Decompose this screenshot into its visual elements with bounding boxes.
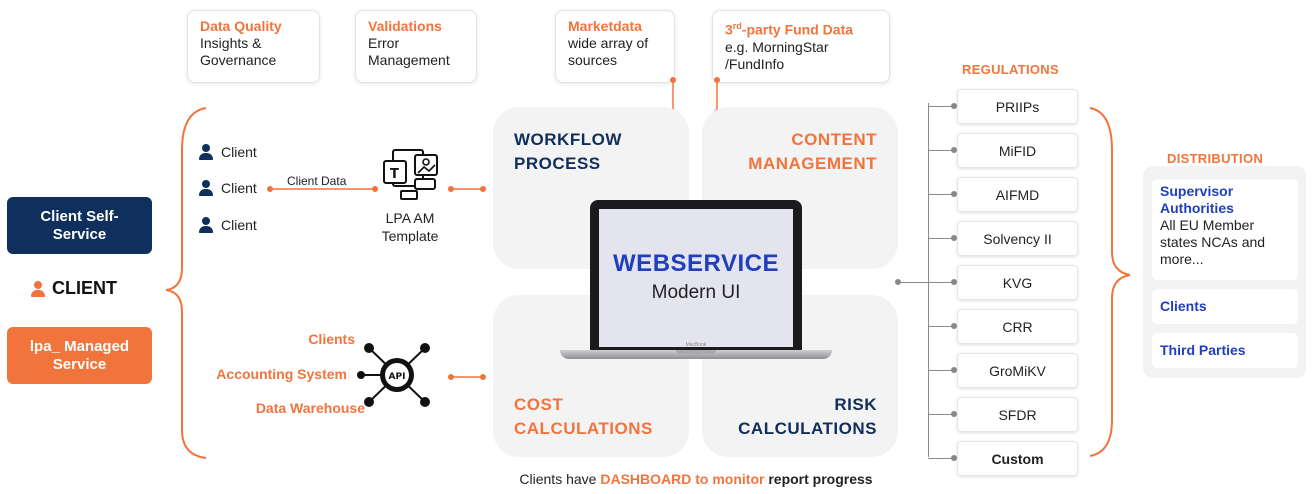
card-heading: Validations: [368, 18, 442, 34]
template-icon: T: [383, 149, 438, 200]
client-data-label: Client Data: [287, 174, 347, 188]
regulation-item: CRR: [957, 309, 1078, 344]
left-brace: [165, 107, 207, 459]
regulation-connector: [928, 326, 954, 327]
lpa-managed-service-button[interactable]: lpa_ Managed Service: [7, 327, 152, 384]
person-icon: [198, 217, 214, 233]
client-row: Client: [198, 180, 257, 196]
regulation-connector: [928, 238, 954, 239]
regulation-connector: [928, 414, 954, 415]
regulation-item: KVG: [957, 265, 1078, 300]
regulation-item: GroMiKV: [957, 353, 1078, 388]
regulation-dot: [951, 279, 957, 285]
card-text: e.g. MorningStar: [725, 38, 829, 55]
card-text: Insights &: [200, 35, 262, 51]
client-heading: CLIENT: [30, 278, 117, 299]
card-text: Error: [368, 35, 400, 51]
footer-caption: Clients have DASHBOARD to monitor report…: [519, 471, 873, 487]
regulation-connector: [928, 458, 954, 459]
regulation-item: SFDR: [957, 397, 1078, 432]
distribution-third-parties: Third Parties: [1152, 333, 1298, 368]
laptop-screen: [599, 209, 793, 347]
regulation-item: PRIIPs: [957, 89, 1078, 124]
card-text: wide array of: [568, 35, 649, 51]
card-heading: Data Quality: [200, 18, 282, 34]
regulation-item: Solvency II: [957, 221, 1078, 256]
source-accounting-system: Accounting System: [216, 366, 347, 382]
distribution-heading: DISTRIBUTION: [1167, 151, 1264, 166]
card-text: sources: [568, 52, 618, 68]
regulation-dot: [951, 367, 957, 373]
svg-text:API: API: [389, 372, 406, 382]
data-quality-card: Data Quality Insights & Governance: [187, 10, 320, 83]
svg-text:T: T: [390, 167, 399, 182]
regulation-connector: [928, 194, 954, 195]
validations-card: Validations Error Management: [355, 10, 477, 83]
webservice-subtitle: Modern UI: [651, 282, 741, 303]
client-self-service-button[interactable]: Client Self-Service: [7, 197, 152, 254]
regulation-connector: [928, 282, 954, 283]
api-icon: API: [357, 343, 430, 407]
card-text: /FundInfo: [725, 55, 785, 72]
laptop-base: [560, 350, 832, 359]
regulation-dot: [951, 191, 957, 197]
laptop-brand: MacBook: [685, 342, 707, 348]
regulation-connector: [928, 150, 954, 151]
source-data-warehouse: Data Warehouse: [255, 400, 365, 416]
person-icon: [30, 280, 46, 297]
fund-data-card: 3rd-party Fund Data e.g. MorningStar /Fu…: [712, 10, 890, 83]
laptop: MacBook WEBSERVICE Modern UI: [560, 200, 832, 360]
distribution-clients: Clients: [1152, 289, 1298, 324]
template-label: LPA AM Template: [381, 210, 439, 244]
card-text: Management: [368, 52, 450, 68]
marketdata-card: Marketdata wide array of sources: [555, 10, 675, 83]
regulations-feed-line: [898, 282, 928, 283]
regulation-dot: [951, 235, 957, 241]
regulation-dot: [951, 411, 957, 417]
laptop-notch: [676, 350, 716, 354]
regulation-dot: [951, 455, 957, 461]
regulation-dot: [951, 147, 957, 153]
regulation-item: AIFMD: [957, 177, 1078, 212]
client-row: Client: [198, 217, 257, 233]
person-icon: [198, 144, 214, 160]
card-heading: Marketdata: [568, 18, 642, 34]
regulation-connector: [928, 370, 954, 371]
feed-dot: [895, 279, 901, 285]
regulation-dot: [951, 323, 957, 329]
card-text: Governance: [200, 52, 277, 68]
supervisor-authorities-card: Supervisor Authorities All EU Member sta…: [1152, 179, 1298, 280]
regulation-connector: [928, 106, 954, 107]
regulation-item: Custom: [957, 441, 1078, 476]
regulation-item: MiFID: [957, 133, 1078, 168]
person-icon: [198, 180, 214, 196]
right-brace: [1089, 107, 1131, 457]
regulations-connector: [928, 103, 929, 457]
regulations-heading: REGULATIONS: [962, 62, 1059, 77]
client-row: Client: [198, 144, 257, 160]
regulation-dot: [951, 103, 957, 109]
webservice-title: WEBSERVICE: [613, 250, 779, 277]
card-heading: 3rd-party Fund Data: [725, 21, 854, 38]
source-clients: Clients: [308, 331, 355, 347]
